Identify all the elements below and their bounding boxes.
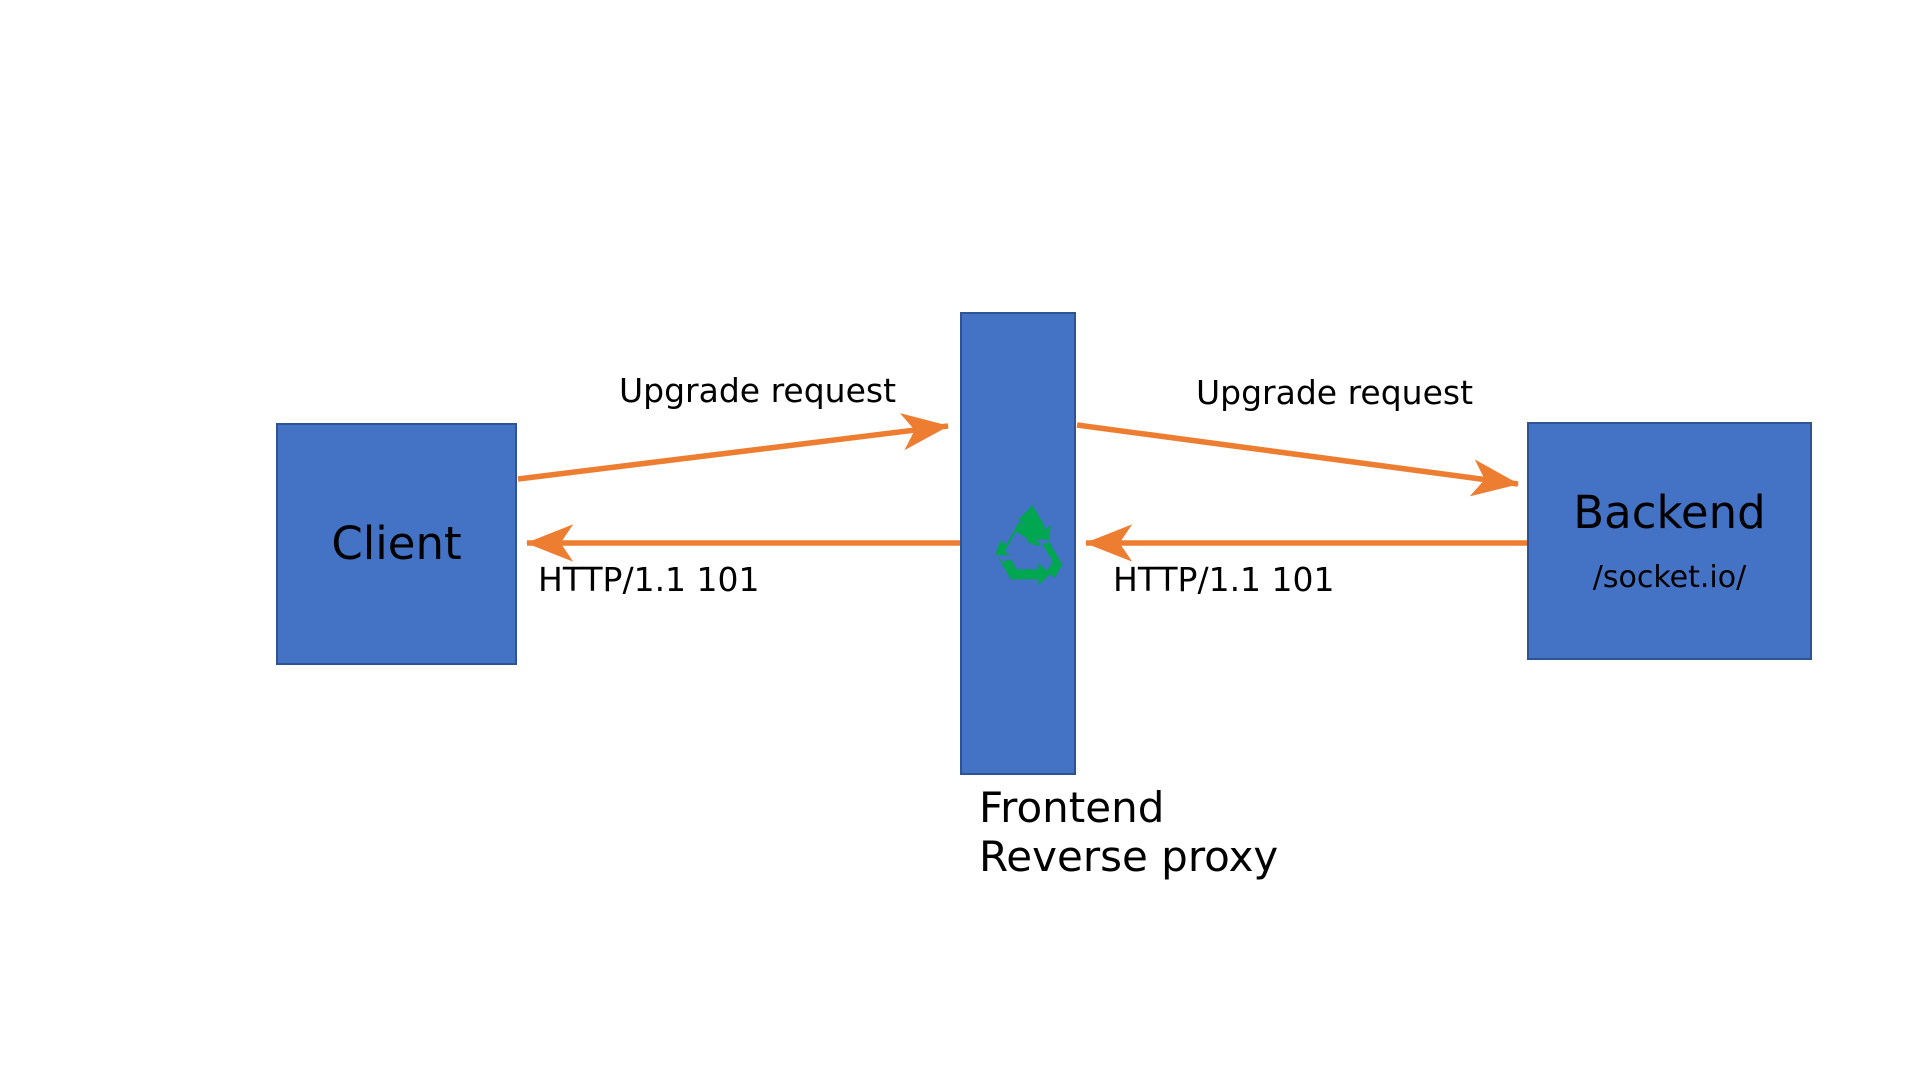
edge-label-upgrade-left: Upgrade request: [619, 371, 897, 410]
edge-frontend-to-backend-upgrade: [1076, 422, 1520, 497]
node-frontend-caption-line2: Reverse proxy: [979, 832, 1279, 882]
node-backend-title: Backend: [1573, 485, 1766, 539]
node-client-title: Client: [331, 517, 462, 571]
edge-label-upgrade-right: Upgrade request: [1196, 373, 1474, 412]
edge-label-response-left: HTTP/1.1 101: [538, 560, 760, 599]
node-frontend-caption-line1: Frontend: [979, 783, 1165, 832]
node-frontend-caption: Frontend Reverse proxy: [979, 783, 1278, 881]
node-backend-subtitle: /socket.io/: [1592, 560, 1747, 596]
node-backend[interactable]: Backend /socket.io/: [1527, 422, 1812, 660]
node-client[interactable]: Client: [276, 423, 517, 665]
node-frontend-reverse-proxy[interactable]: [960, 312, 1076, 775]
edge-client-to-frontend-upgrade: [517, 413, 950, 482]
edge-label-response-right: HTTP/1.1 101: [1113, 560, 1335, 599]
